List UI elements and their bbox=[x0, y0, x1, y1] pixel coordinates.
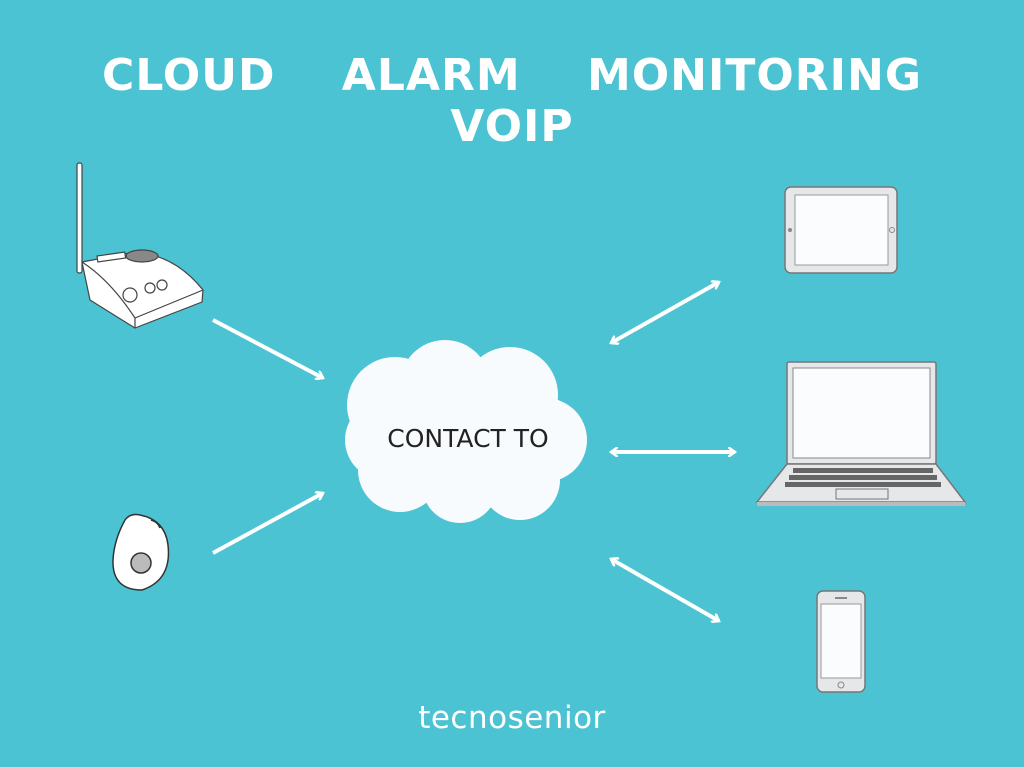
arrow-cloud-phone bbox=[611, 559, 719, 621]
arrow-base-to-cloud bbox=[212, 318, 323, 378]
arrow-cloud-tablet bbox=[611, 282, 719, 343]
title-word: CLOUD bbox=[102, 50, 276, 101]
alarm-base-station-icon bbox=[76, 162, 204, 329]
pendant-button-icon bbox=[112, 513, 170, 591]
brand-logo: tecnosenior bbox=[418, 700, 606, 736]
tablet-icon bbox=[784, 186, 898, 274]
title-word: MONITORING bbox=[586, 50, 922, 101]
title-word: VOIP bbox=[450, 101, 574, 152]
smartphone-icon bbox=[816, 590, 866, 693]
arrow-pendant-to-cloud bbox=[212, 493, 323, 555]
cloud-label: CONTACT TO bbox=[387, 424, 549, 453]
title-word: ALARM bbox=[341, 50, 521, 101]
laptop-icon bbox=[755, 361, 967, 506]
page-title: CLOUD ALARM MONITORING VOIP bbox=[0, 50, 1024, 152]
cloud-icon bbox=[345, 340, 587, 523]
